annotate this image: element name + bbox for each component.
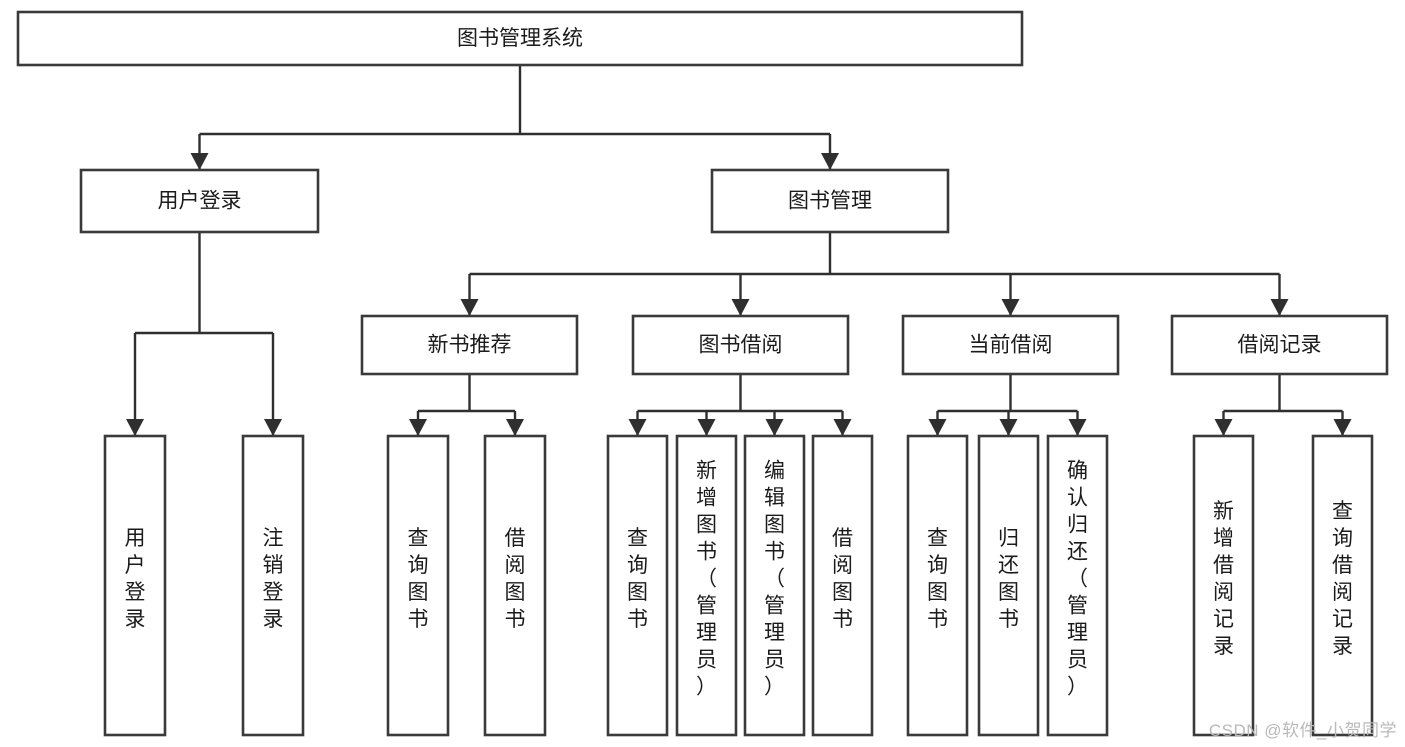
node-borrow-record-label: 借阅记录 — [1238, 334, 1322, 357]
arrow-head-icon — [833, 419, 852, 436]
node-book-borrow[interactable]: 图书借阅 — [631, 314, 850, 376]
arrow-head-icon — [1333, 419, 1352, 436]
node-leaf-borrow-book-1-box[interactable] — [483, 434, 547, 737]
node-leaf-borrow-book-2-box[interactable] — [811, 434, 874, 737]
node-leaf-query-borrow-record-label: 查询借阅记录 — [1332, 500, 1353, 658]
node-leaf-borrow-book-1[interactable]: 借阅图书 — [483, 434, 547, 737]
node-leaf-query-borrow-record-box[interactable] — [1311, 434, 1374, 737]
node-leaf-borrow-book-2[interactable]: 借阅图书 — [811, 434, 874, 737]
arrow-head-icon — [928, 419, 947, 436]
node-leaf-logout-login[interactable]: 注销登录 — [241, 434, 305, 737]
connector-layer — [126, 65, 1352, 436]
node-new-book-recommend-label: 新书推荐 — [428, 334, 512, 357]
arrow-head-icon — [126, 419, 144, 436]
arrow-head-icon — [1270, 299, 1289, 316]
arrow-head-icon — [765, 419, 784, 436]
node-current-borrow[interactable]: 当前借阅 — [901, 314, 1120, 376]
node-leaf-add-borrow-record[interactable]: 新增借阅记录 — [1192, 434, 1255, 737]
node-book-borrow-label: 图书借阅 — [699, 334, 783, 357]
arrow-head-icon — [264, 419, 282, 436]
node-leaf-borrow-book-2-label: 借阅图书 — [832, 527, 853, 631]
node-leaf-add-book-label: 新增图书（管理员） — [696, 460, 717, 699]
arrow-head-icon — [1001, 299, 1020, 316]
node-leaf-logout-login-label: 注销登录 — [263, 527, 284, 631]
node-leaf-add-borrow-record-box[interactable] — [1192, 434, 1255, 737]
node-leaf-confirm-return-box[interactable] — [1046, 434, 1109, 737]
node-leaf-return-book-label: 归还图书 — [998, 527, 1019, 631]
node-leaf-query-borrow-record[interactable]: 查询借阅记录 — [1311, 434, 1374, 737]
arrow-head-icon — [628, 419, 647, 436]
arrow-head-icon — [999, 419, 1018, 436]
node-leaf-query-book-2-label: 查询图书 — [627, 527, 648, 631]
node-leaf-query-book-1[interactable]: 查询图书 — [386, 434, 450, 737]
node-leaf-edit-book-box[interactable] — [743, 434, 806, 737]
node-layer: 图书管理系统用户登录图书管理新书推荐图书借阅当前借阅借阅记录用户登录注销登录查询… — [16, 10, 1389, 737]
node-leaf-user-login[interactable]: 用户登录 — [103, 434, 167, 737]
watermark-label: CSDN @软件_小贺同学 — [1208, 721, 1397, 740]
node-new-book-recommend[interactable]: 新书推荐 — [360, 314, 579, 376]
arrow-head-icon — [460, 299, 479, 316]
node-leaf-add-borrow-record-label: 新增借阅记录 — [1213, 500, 1234, 658]
node-user-login[interactable]: 用户登录 — [79, 168, 320, 234]
node-user-login-label: 用户登录 — [158, 190, 242, 213]
node-book-manage[interactable]: 图书管理 — [710, 168, 950, 234]
node-leaf-confirm-return[interactable]: 确认归还（管理员） — [1046, 434, 1109, 737]
node-root-book-management-system-label: 图书管理系统 — [457, 27, 583, 50]
node-leaf-query-book-2[interactable]: 查询图书 — [606, 434, 669, 737]
node-book-borrow-box[interactable] — [631, 314, 850, 376]
node-leaf-user-login-label: 用户登录 — [125, 527, 146, 631]
arrow-head-icon — [1068, 419, 1087, 436]
arrow-head-icon — [731, 299, 750, 316]
node-current-borrow-label: 当前借阅 — [969, 334, 1053, 357]
node-leaf-query-book-2-box[interactable] — [606, 434, 669, 737]
arrow-head-icon — [1214, 419, 1233, 436]
node-leaf-logout-login-box[interactable] — [241, 434, 305, 737]
node-leaf-query-book-3-box[interactable] — [906, 434, 969, 737]
node-current-borrow-box[interactable] — [901, 314, 1120, 376]
arrow-head-icon — [190, 153, 209, 170]
node-leaf-query-book-1-label: 查询图书 — [408, 527, 429, 631]
node-new-book-recommend-box[interactable] — [360, 314, 579, 376]
arrow-head-icon — [409, 419, 427, 436]
node-leaf-add-book-box[interactable] — [675, 434, 738, 737]
node-book-manage-label: 图书管理 — [788, 190, 872, 213]
node-leaf-edit-book-label: 编辑图书（管理员） — [764, 460, 785, 699]
node-root-book-management-system[interactable]: 图书管理系统 — [16, 10, 1024, 67]
node-book-manage-box[interactable] — [710, 168, 950, 234]
node-borrow-record[interactable]: 借阅记录 — [1170, 314, 1389, 376]
node-leaf-return-book[interactable]: 归还图书 — [977, 434, 1040, 737]
node-borrow-record-box[interactable] — [1170, 314, 1389, 376]
arrow-head-icon — [506, 419, 524, 436]
node-leaf-query-book-1-box[interactable] — [386, 434, 450, 737]
node-user-login-box[interactable] — [79, 168, 320, 234]
node-leaf-query-book-3[interactable]: 查询图书 — [906, 434, 969, 737]
node-leaf-user-login-box[interactable] — [103, 434, 167, 737]
node-leaf-add-book[interactable]: 新增图书（管理员） — [675, 434, 738, 737]
node-root-book-management-system-box[interactable] — [16, 10, 1024, 67]
node-leaf-borrow-book-1-label: 借阅图书 — [505, 527, 526, 631]
arrow-head-icon — [821, 153, 839, 170]
node-leaf-edit-book[interactable]: 编辑图书（管理员） — [743, 434, 806, 737]
node-leaf-confirm-return-label: 确认归还（管理员） — [1067, 460, 1088, 699]
node-leaf-query-book-3-label: 查询图书 — [927, 527, 948, 631]
arrow-head-icon — [697, 419, 716, 436]
node-leaf-return-book-box[interactable] — [977, 434, 1040, 737]
